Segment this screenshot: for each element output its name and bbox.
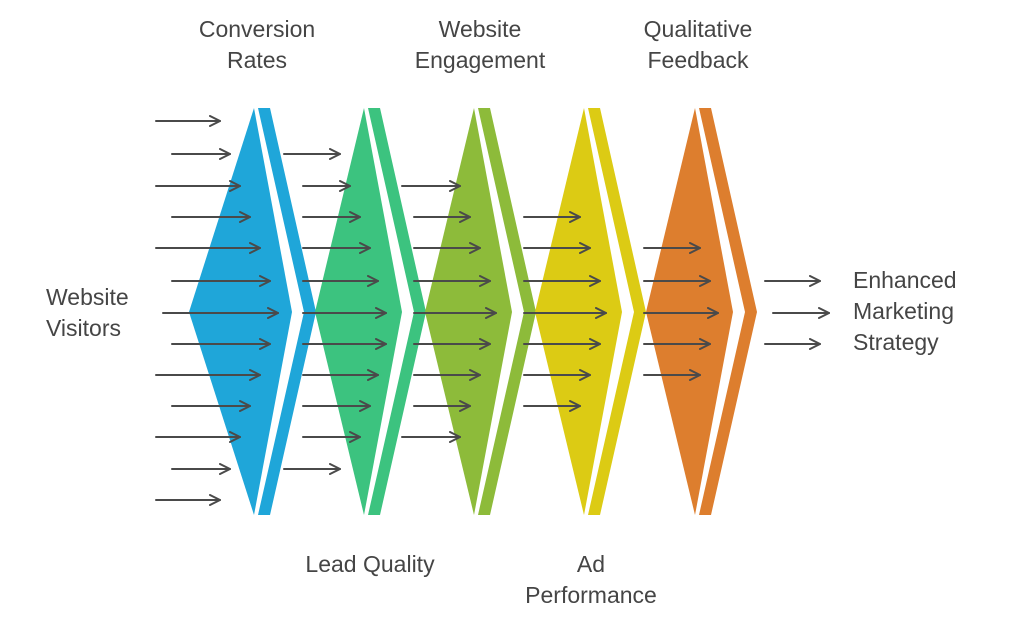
stage-3-chevron xyxy=(425,108,536,515)
output-label-line-3: Strategy xyxy=(853,329,939,355)
stage-2-chevron xyxy=(315,108,426,515)
stage-5-label: Qualitative Feedback xyxy=(644,14,753,76)
stage-3-body xyxy=(425,108,512,515)
stage-2-label-line-1: Lead Quality xyxy=(305,551,435,577)
stage-2-stripe xyxy=(368,108,426,515)
stage-4-label: Ad Performance xyxy=(525,549,657,611)
stage-3-label: Website Engagement xyxy=(415,14,545,76)
output-label-line-2: Marketing xyxy=(853,298,954,324)
stage-5-chevron xyxy=(646,108,757,515)
stage-1-stripe xyxy=(258,108,316,515)
output-label-line-1: Enhanced xyxy=(853,267,957,293)
stage-4-body xyxy=(535,108,622,515)
stage-1-label-line-2: Rates xyxy=(226,47,288,73)
stage-1-body xyxy=(189,108,292,515)
stage-1-chevron xyxy=(189,108,316,515)
stage-5-label-line-2: Feedback xyxy=(647,47,749,73)
stage-3-stripe xyxy=(478,108,536,515)
stage-4-label-line-1: Ad xyxy=(576,551,606,577)
stage-3-label-line-1: Website xyxy=(438,16,522,42)
stage-4-label-line-2: Performance xyxy=(525,582,657,608)
stage-5-label-line-1: Qualitative xyxy=(643,16,753,42)
stage-1-label-line-1: Conversion xyxy=(198,16,316,42)
input-label: Website Visitors xyxy=(46,282,129,344)
stage-5-body xyxy=(646,108,733,515)
stage-5-stripe xyxy=(699,108,757,515)
input-label-line-2: Visitors xyxy=(46,315,121,341)
output-label: Enhanced Marketing Strategy xyxy=(853,265,957,358)
input-label-line-1: Website xyxy=(46,284,129,310)
stage-2-label: Lead Quality xyxy=(305,549,434,580)
stage-2-body xyxy=(315,108,402,515)
stage-1-label: Conversion Rates xyxy=(199,14,315,76)
stage-4-stripe xyxy=(588,108,646,515)
stage-4-chevron xyxy=(535,108,646,515)
stage-3-label-line-2: Engagement xyxy=(414,47,546,73)
